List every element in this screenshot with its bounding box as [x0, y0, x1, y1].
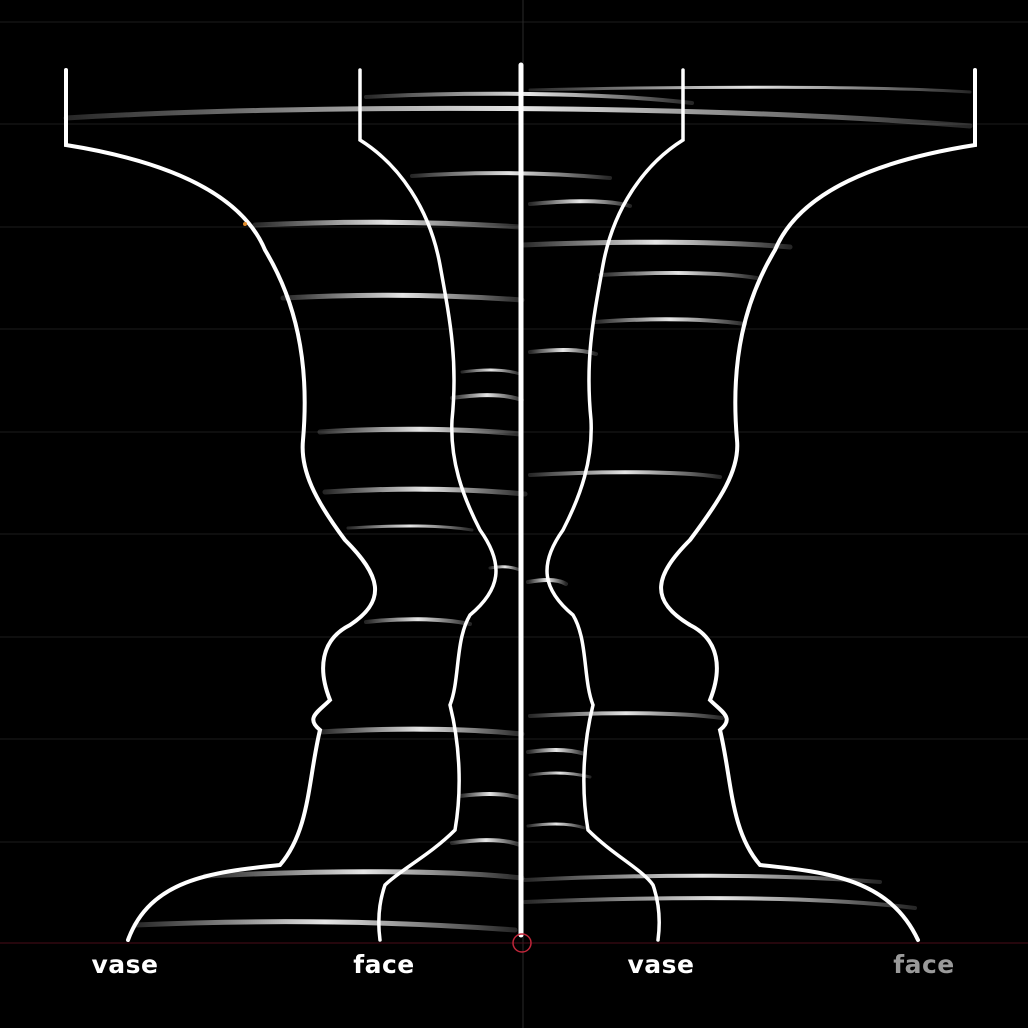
- outer-vase-left-contour: [64, 68, 377, 942]
- label-face-right: face: [893, 950, 955, 979]
- label-vase-right: vase: [627, 950, 695, 979]
- label-face-left: face: [353, 950, 415, 979]
- outer-vase-right-contour: [659, 68, 977, 942]
- label-vase-left: vase: [91, 950, 159, 979]
- horizontal-bands: [63, 85, 973, 933]
- center-marker: [512, 933, 532, 953]
- inner-face-left-contour: [358, 68, 498, 942]
- inner-face-right-contour: [545, 68, 685, 942]
- stray-dot: [243, 222, 247, 226]
